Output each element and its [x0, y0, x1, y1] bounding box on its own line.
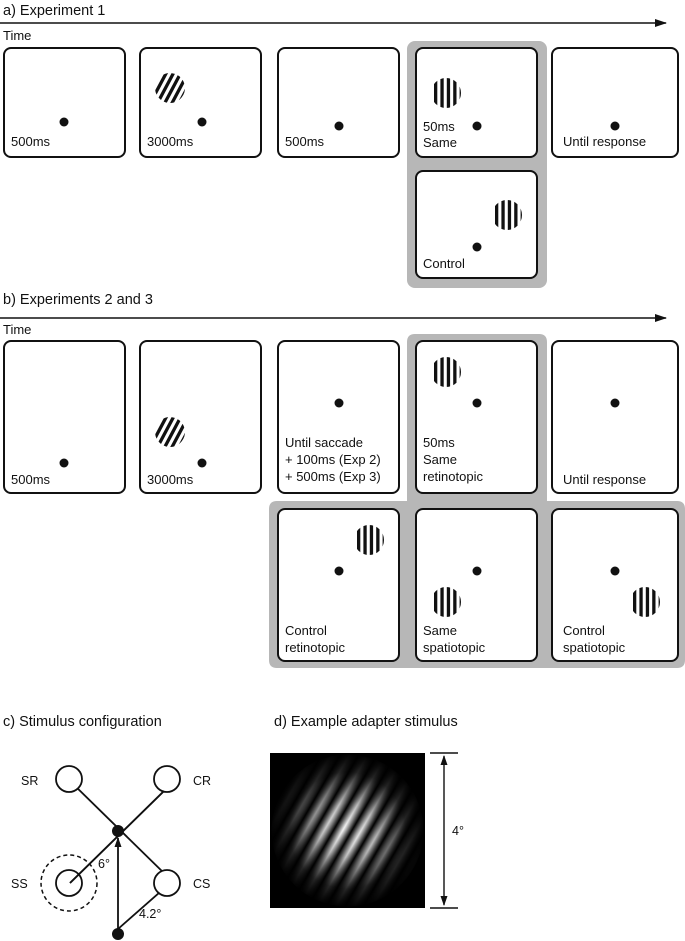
label-sr: SR — [21, 774, 38, 788]
panel-b: b) Experiments 2 and 3 Time 500ms 3000ms… — [0, 292, 685, 668]
fixation-dot — [610, 398, 620, 408]
svg-text:50ms Same: 50ms Same — [423, 119, 458, 150]
frame-label: Control — [285, 623, 327, 638]
fixation-dot — [59, 117, 69, 127]
panel-b-frame-7: Same spatiotopic — [415, 508, 538, 662]
distance-diagonal-label: 4.2° — [139, 907, 161, 921]
panel-b-frame-5: Until response — [551, 340, 679, 494]
fixation-dot — [472, 121, 482, 131]
fixation-dot — [610, 121, 620, 131]
position-sr-circle — [55, 765, 83, 793]
label-cs: CS — [193, 877, 210, 891]
frame-label: + 500ms (Exp 3) — [285, 469, 381, 484]
frame-label: Until saccade — [285, 435, 363, 450]
frame-label: + 100ms (Exp 2) — [285, 452, 381, 467]
panel-d: d) Example adapter stimulus 4° — [270, 714, 464, 909]
svg-text:Control spatiotopic: Control spatiotopic — [563, 623, 626, 655]
position-ss-dashed-circle — [40, 854, 98, 912]
label-cr: CR — [193, 774, 211, 788]
svg-text:Same spatiotopic: Same spatiotopic — [423, 623, 486, 655]
frame-label: retinotopic — [423, 469, 483, 484]
gabor-stimulus — [270, 753, 425, 908]
fixation-dot — [334, 398, 344, 408]
position-cr-circle — [153, 765, 181, 793]
fixation-dot — [610, 566, 620, 576]
frame-label: retinotopic — [285, 640, 345, 655]
frame-label: Same — [423, 623, 457, 638]
size-label: 4° — [452, 824, 464, 838]
frame-label: 3000ms — [147, 472, 194, 487]
frame-label: Control — [423, 256, 465, 271]
svg-text:Until saccade + 100ms: Until saccade + 100ms (Exp 2) + 500ms (E… — [285, 435, 384, 484]
fixation-dot — [59, 458, 69, 468]
svg-text:50ms Same reti: 50ms Same retinotopic — [423, 435, 483, 484]
frame-label: Control — [563, 623, 605, 638]
svg-text:3000ms: 3000ms — [147, 134, 194, 149]
svg-text:Until response: Until response — [563, 134, 646, 149]
frame-label: Same — [423, 452, 457, 467]
svg-text:Control: Control — [423, 256, 465, 271]
panel-a-frame-2: 3000ms — [139, 47, 262, 158]
panel-a-title: a) Experiment 1 — [3, 3, 105, 19]
frame-label: Until response — [563, 134, 646, 149]
panel-c: c) Stimulus configuration SR CR SS CS 6°… — [3, 714, 211, 940]
frame-label: spatiotopic — [423, 640, 486, 655]
panel-d-title: d) Example adapter stimulus — [274, 714, 458, 730]
pre-saccade-fixation-dot — [112, 928, 124, 940]
panel-b-frame-8: Control spatiotopic — [551, 508, 679, 662]
frame-label: 3000ms — [147, 134, 194, 149]
frame-label: 50ms — [423, 119, 455, 134]
fixation-dot — [472, 566, 482, 576]
fixation-dot — [197, 117, 207, 127]
frame-label: spatiotopic — [563, 640, 626, 655]
panel-b-frame-4: 50ms Same retinotopic — [415, 340, 538, 494]
fixation-dot — [472, 398, 482, 408]
frame-label: Until response — [563, 472, 646, 487]
frame-label: 500ms — [285, 134, 325, 149]
position-cs-circle — [153, 869, 181, 897]
fixation-dot — [334, 566, 344, 576]
fixation-dot — [472, 242, 482, 252]
fixation-dot — [334, 121, 344, 131]
post-saccade-fixation-dot — [112, 825, 124, 837]
panel-a-frame-5: Until response — [551, 47, 679, 158]
svg-text:Until response: Until response — [563, 472, 646, 487]
svg-text:Control retinotopic: Control retinotopic — [285, 623, 345, 655]
svg-text:3000ms: 3000ms — [147, 472, 194, 487]
panel-a-frame-3: 500ms — [277, 47, 400, 158]
distance-vertical-label: 6° — [98, 857, 110, 871]
panel-a-time-label: Time — [3, 28, 31, 43]
panel-a-frame-1: 500ms — [3, 47, 126, 158]
fixation-dot — [197, 458, 207, 468]
panel-b-title: b) Experiments 2 and 3 — [3, 292, 153, 308]
panel-a: a) Experiment 1 Time 500ms 3000ms 500ms … — [0, 3, 679, 288]
frame-label: 50ms — [423, 435, 455, 450]
frame-label: Same — [423, 135, 457, 150]
panel-c-title: c) Stimulus configuration — [3, 714, 162, 730]
panel-b-time-label: Time — [3, 322, 31, 337]
panel-b-frame-2: 3000ms — [139, 340, 262, 494]
panel-b-frame-3: Until saccade + 100ms (Exp 2) + 500ms (E… — [277, 340, 400, 494]
frame-label: 500ms — [11, 134, 51, 149]
panel-a-frame-4: 50ms Same — [415, 47, 538, 158]
svg-text:500ms: 500ms — [11, 134, 51, 149]
panel-b-frame-6: Control retinotopic — [277, 508, 400, 662]
panel-a-frame-6: Control — [415, 170, 538, 279]
frame-label: 500ms — [11, 472, 51, 487]
svg-text:500ms: 500ms — [11, 472, 51, 487]
ss-to-cr-line — [69, 790, 165, 884]
svg-text:500ms: 500ms — [285, 134, 325, 149]
position-ss-circle — [55, 869, 83, 897]
label-ss: SS — [11, 877, 28, 891]
panel-b-frame-1: 500ms — [3, 340, 126, 494]
